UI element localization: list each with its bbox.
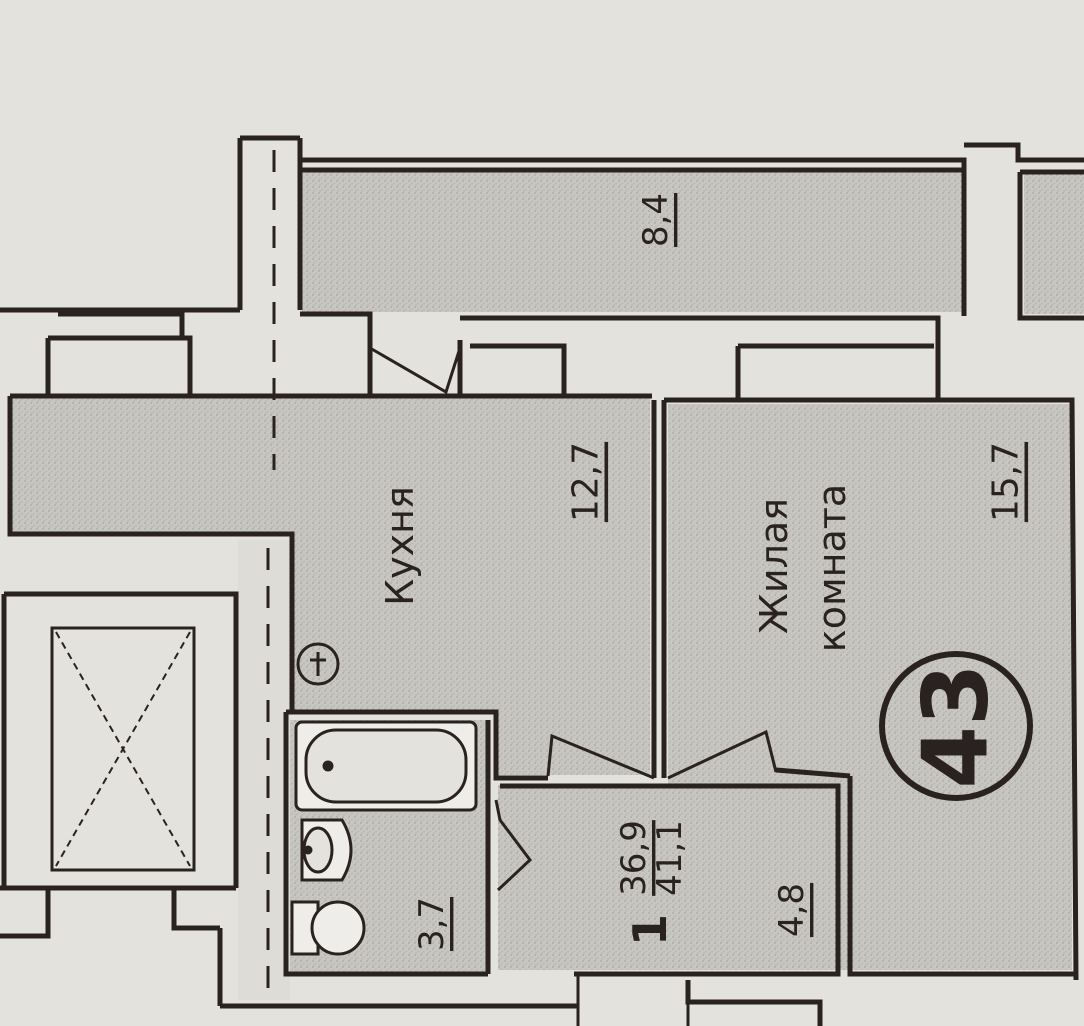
room-count: 1 — [623, 914, 677, 946]
axis-line — [266, 150, 276, 1000]
elevator-shaft — [50, 626, 196, 872]
washbasin — [300, 818, 353, 882]
kitchen-name: Кухня — [378, 486, 422, 606]
living-door-swing — [667, 729, 778, 780]
neighbor-balcony-floor — [1024, 172, 1084, 314]
balcony-door-swing — [369, 346, 462, 395]
hall-floor — [498, 785, 836, 970]
apartment-number: 43 — [904, 663, 1009, 788]
elevator-cross-line — [55, 631, 191, 867]
living-room-area: 15,7 — [986, 442, 1027, 522]
walls — [0, 135, 1084, 1026]
bathroom-area: 3,7 — [412, 897, 452, 951]
bathtub — [294, 720, 478, 812]
gas-stove — [296, 642, 340, 686]
entrance-door-swing — [576, 976, 690, 1026]
corridor-floor — [238, 540, 290, 1000]
door-swings — [369, 346, 778, 1026]
kitchen-area: 12,7 — [566, 442, 607, 522]
balcony-floor — [302, 168, 964, 312]
living-room-name-line1: Жилая — [752, 498, 796, 634]
area-total: 41,1 — [650, 820, 690, 896]
living-room-name-line2: комната — [810, 484, 854, 652]
balcony-area: 8,4 — [636, 193, 676, 247]
bathroom-door-swing — [494, 799, 533, 892]
apartment-badge: 43 — [879, 651, 1033, 801]
room-labels: 8,4 Кухня 12,7 Жилая комната 15,7 1 36,9… — [378, 193, 1027, 951]
kitchen-door-swing — [546, 733, 655, 780]
kitchen-floor — [12, 398, 650, 775]
area-living-total: 36,9 — [614, 820, 654, 896]
apartment-badge-circle — [879, 651, 1033, 801]
room-fills — [12, 168, 1084, 1000]
toilet — [290, 900, 366, 956]
fixtures — [290, 642, 478, 956]
hall-area: 4,8 — [772, 883, 812, 937]
